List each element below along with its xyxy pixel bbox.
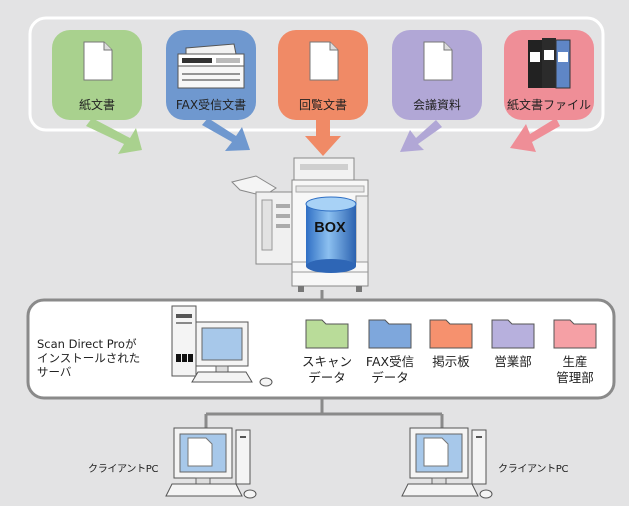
arrow-circular [305, 112, 341, 156]
folder-icons [305, 319, 597, 349]
arrow-meeting [400, 120, 442, 152]
folder-label-line: 管理部 [556, 370, 594, 385]
client-pc-label: クライアントPC [88, 464, 159, 475]
server-label-line: サーバ [37, 365, 72, 379]
document-icon [309, 41, 339, 81]
server-label-line: インストールされた [37, 351, 141, 365]
folder-icon [305, 319, 349, 349]
tile-label-document-file: 紙文書ファイル [506, 98, 591, 112]
folder-label-line: 営業部 [494, 354, 532, 369]
fax-machine-icon [177, 43, 245, 89]
folder-icon [368, 319, 412, 349]
client-computer-icon [401, 427, 493, 499]
folder-icon [429, 319, 473, 349]
binder-file-icon [528, 38, 571, 89]
folder-label-line: スキャン [301, 354, 352, 369]
tile-label-circular-document: 回覧文書 [298, 98, 347, 112]
folder-label-bulletin-board: 掲示板 [421, 354, 481, 370]
tile-label-meeting-material: 会議資料 [412, 98, 461, 112]
arrow-fax [202, 118, 250, 151]
folder-label-line: データ [308, 370, 346, 385]
folder-label-line: 掲示板 [432, 354, 470, 369]
box-storage-cylinder [305, 196, 357, 273]
arrow-file [510, 118, 560, 152]
tile-label-paper-document: 紙文書 [78, 98, 115, 112]
client-computer-icon [165, 427, 257, 499]
folder-icon [553, 319, 597, 349]
folder-label-line: データ [371, 370, 409, 385]
box-label: BOX [314, 220, 346, 236]
folder-label-line: FAX受信 [365, 354, 415, 369]
folder-label-scan-data: スキャン データ [297, 354, 357, 386]
server-computer-icon [171, 305, 273, 387]
document-icon [83, 41, 113, 81]
folder-label-fax-data: FAX受信 データ [360, 354, 420, 386]
arrows [86, 112, 560, 156]
folder-label-production-dept: 生産 管理部 [545, 354, 605, 386]
network-lines [204, 398, 444, 428]
document-icon [423, 41, 453, 81]
arrow-paper [86, 118, 142, 154]
client-pc-label: クライアントPC [498, 464, 569, 475]
server-label: Scan Direct Proが インストールされた サーバ [37, 337, 177, 379]
server-label-line: Scan Direct Proが [37, 337, 137, 351]
folder-label-sales-dept: 営業部 [483, 354, 543, 370]
tile-label-fax-document: FAX受信文書 [175, 98, 247, 112]
folder-icon [491, 319, 535, 349]
folder-label-line: 生産 [562, 354, 588, 369]
